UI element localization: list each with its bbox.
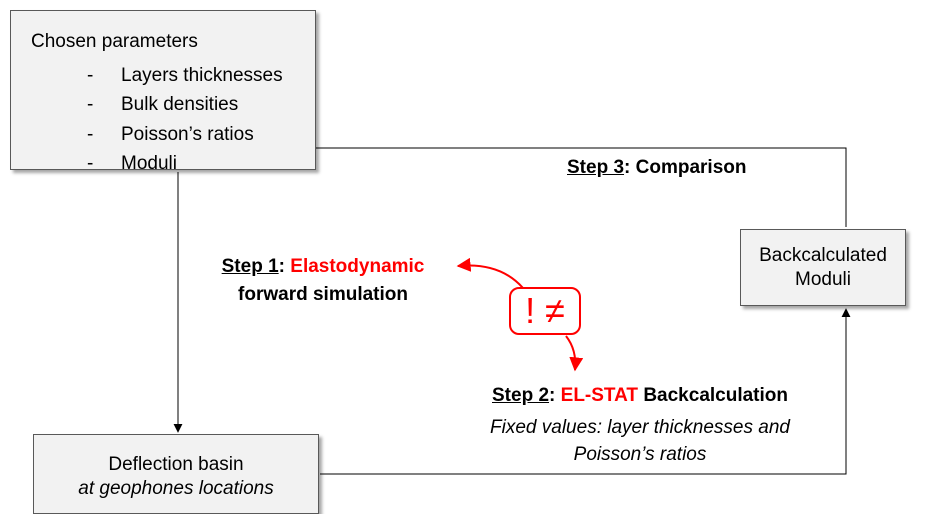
step2-note: Fixed values: layer thicknesses and Pois… bbox=[445, 414, 835, 468]
step1-rest: forward simulation bbox=[238, 284, 408, 305]
parameter-item: - Bulk densities bbox=[87, 90, 283, 119]
parameter-label: Moduli bbox=[121, 152, 177, 174]
step3-number: Step 3 bbox=[567, 157, 625, 178]
step2-label: Step 2: EL-STAT Backcalculation bbox=[445, 382, 835, 410]
step2-rest: Backcalculation bbox=[643, 385, 788, 406]
arrow-backcalc-to-moduli bbox=[202, 143, 847, 227]
parameter-item: - Layers thicknesses bbox=[87, 61, 283, 90]
step2-number: Step 2 bbox=[492, 385, 550, 406]
list-dash: - bbox=[87, 65, 94, 86]
step1-highlight: Elastodynamic bbox=[290, 256, 425, 277]
step2-colon: : bbox=[549, 385, 556, 406]
deflection-basin-box: Deflection basin at geophones locations bbox=[33, 434, 319, 514]
step3-rest: : Comparison bbox=[624, 157, 747, 178]
backcalc-line2: Moduli bbox=[795, 269, 851, 290]
arrow-deflection-to-backcalc bbox=[320, 308, 851, 475]
list-dash: - bbox=[87, 94, 94, 116]
red-arrow-to-step2 bbox=[565, 335, 584, 372]
deflection-line1: Deflection basin bbox=[108, 454, 244, 475]
parameter-item: - Poisson’s ratios bbox=[87, 120, 283, 149]
chosen-parameters-box: Chosen parameters - Layers thicknesses - B… bbox=[10, 10, 316, 174]
step1-label: Step 1: Elastodynamic forward simulation bbox=[192, 253, 454, 309]
parameter-label: Poisson’s ratios bbox=[121, 123, 254, 145]
list-dash: - bbox=[87, 152, 94, 174]
red-arrow-to-step1 bbox=[456, 257, 524, 289]
parameter-label: Layers thicknesses bbox=[121, 65, 283, 86]
step1-number: Step 1 bbox=[221, 256, 279, 277]
list-dash: - bbox=[87, 123, 94, 145]
step1-colon: : bbox=[278, 256, 285, 277]
step3-label: Step 3: Comparison bbox=[567, 154, 746, 182]
step2-note-line1: Fixed values: layer thicknesses and bbox=[490, 417, 790, 438]
backcalc-line1: Backcalculated bbox=[759, 245, 887, 266]
step2-note-line2: Poisson’s ratios bbox=[573, 444, 707, 465]
chosen-parameters-title: Chosen parameters bbox=[31, 31, 198, 52]
backcalculated-moduli-box: Backcalculated Moduli bbox=[740, 229, 906, 306]
parameter-item: - Moduli bbox=[87, 149, 283, 178]
parameters-list: - Layers thicknesses - Bulk densities - Poi… bbox=[87, 61, 283, 178]
deflection-line2: at geophones locations bbox=[78, 478, 274, 499]
mismatch-warning-icon: ! ≠ bbox=[509, 287, 581, 335]
parameter-label: Bulk densities bbox=[121, 94, 239, 116]
step2-highlight: EL-STAT bbox=[560, 385, 639, 406]
